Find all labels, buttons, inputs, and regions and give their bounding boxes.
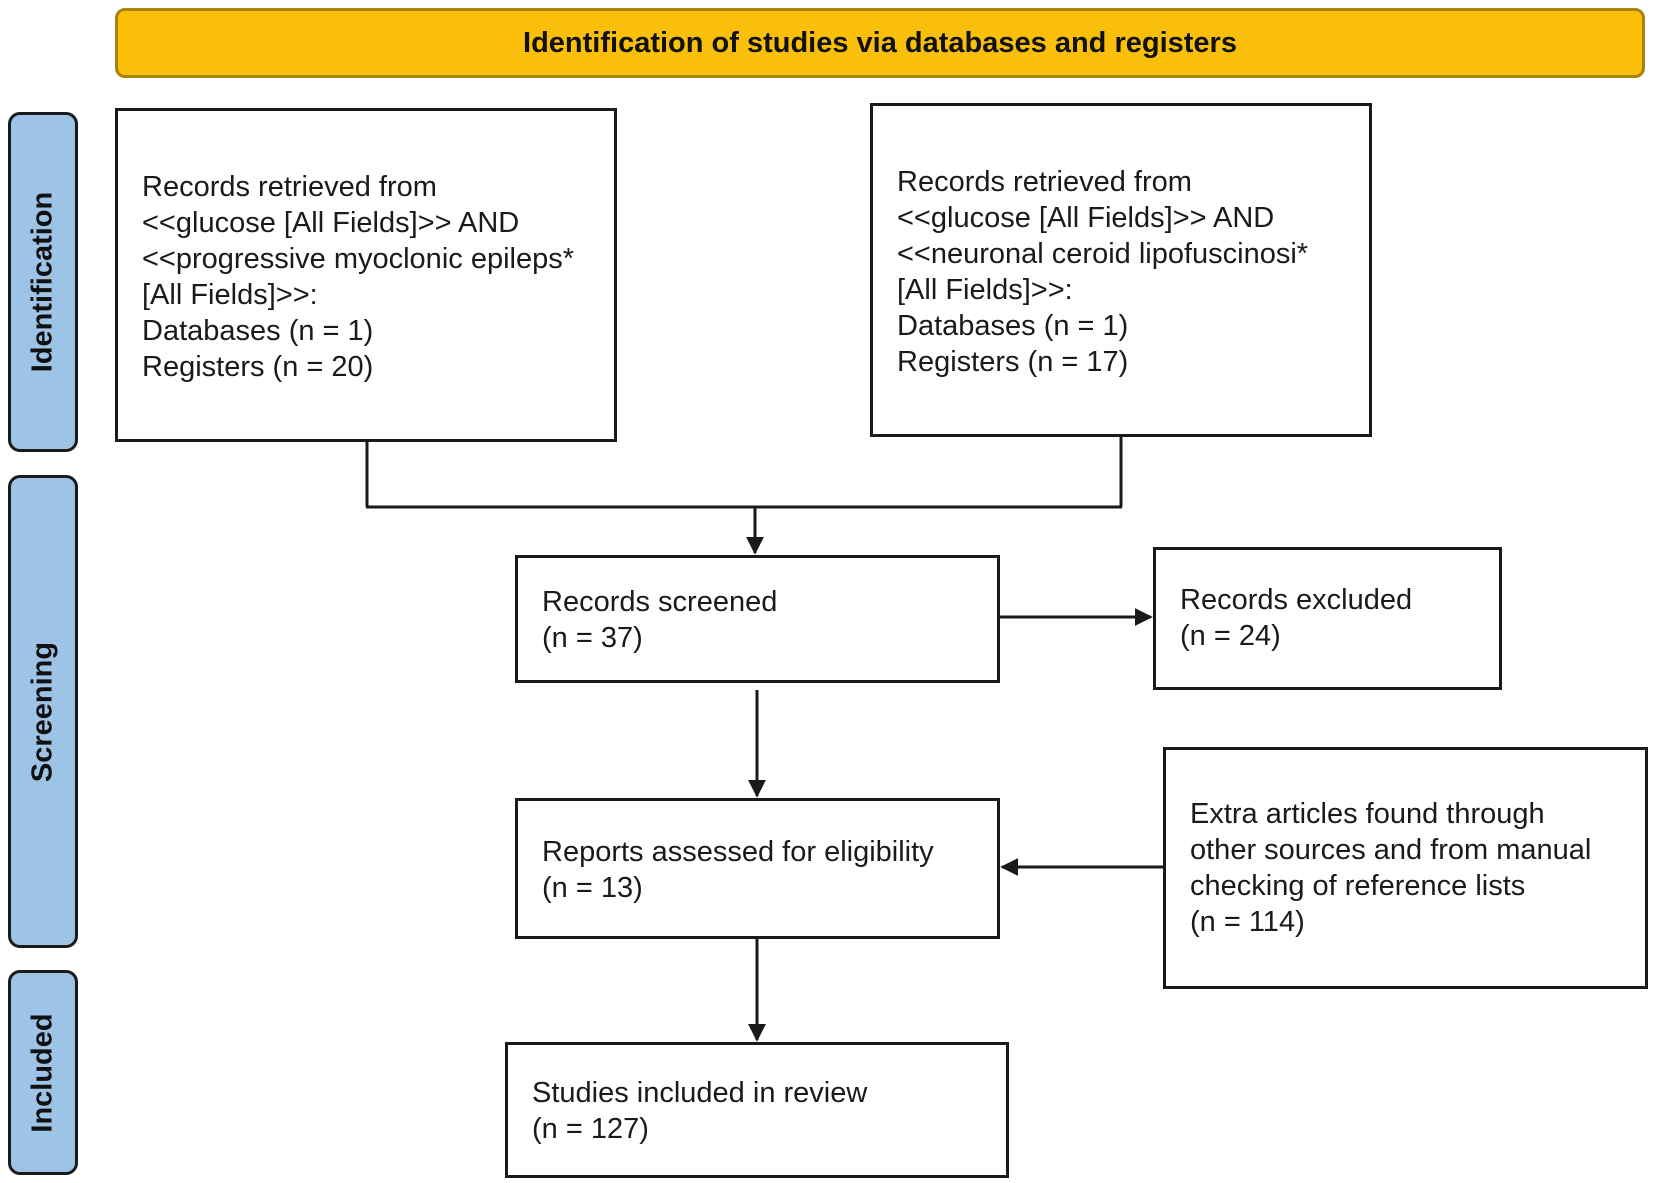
records-right-line: Registers (n = 17)	[897, 346, 1129, 378]
eligibility-count: (n = 13)	[542, 872, 643, 904]
records-excluded-line: Records excluded	[1180, 584, 1413, 616]
records-excluded-count: (n = 24)	[1180, 620, 1281, 652]
eligibility-line: Reports assessed for eligibility	[542, 836, 934, 868]
extra-articles-line: other sources and from manual	[1190, 834, 1592, 866]
phase-identification: Identification	[8, 112, 78, 452]
banner-title: Identification of studies via databases …	[523, 26, 1237, 59]
records-left-line: <<glucose [All Fields]>> AND	[142, 207, 520, 239]
eligibility-box: Reports assessed for eligibility (n = 13…	[515, 798, 1000, 939]
included-box: Studies included in review (n = 127)	[505, 1042, 1009, 1178]
records-right-line: <<glucose [All Fields]>> AND	[897, 202, 1275, 234]
records-left-line: Records retrieved from	[142, 171, 437, 203]
records-left-line: Databases (n = 1)	[142, 315, 374, 347]
extra-articles-line: checking of reference lists	[1190, 870, 1526, 902]
records-right-line: [All Fields]>>:	[897, 274, 1073, 306]
records-right-line: <<neuronal ceroid lipofuscinosi*	[897, 238, 1309, 270]
records-screened-box: Records screened (n = 37)	[515, 555, 1000, 683]
records-left-line: <<progressive myoclonic epileps*	[142, 243, 574, 275]
records-left-box: Records retrieved from <<glucose [All Fi…	[115, 108, 617, 442]
identification-banner: Identification of studies via databases …	[115, 8, 1645, 78]
included-count: (n = 127)	[532, 1113, 649, 1145]
records-screened-count: (n = 37)	[542, 622, 643, 654]
records-left-line: Registers (n = 20)	[142, 351, 374, 383]
records-left-line: [All Fields]>>:	[142, 279, 318, 311]
extra-articles-box: Extra articles found through other sourc…	[1163, 747, 1648, 989]
records-screened-line: Records screened	[542, 586, 778, 618]
records-right-box: Records retrieved from <<glucose [All Fi…	[870, 103, 1372, 437]
extra-articles-count: (n = 114)	[1190, 906, 1305, 938]
included-line: Studies included in review	[532, 1077, 868, 1109]
records-right-line: Databases (n = 1)	[897, 310, 1129, 342]
phase-screening: Screening	[8, 475, 78, 948]
phase-included: Included	[8, 970, 78, 1175]
records-excluded-box: Records excluded (n = 24)	[1153, 547, 1502, 690]
records-right-line: Records retrieved from	[897, 166, 1192, 198]
extra-articles-line: Extra articles found through	[1190, 798, 1545, 830]
